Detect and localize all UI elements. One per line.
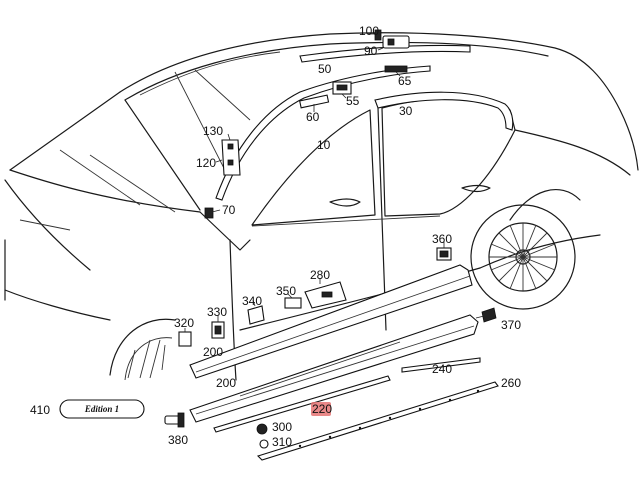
callout-200-lower: 200 — [216, 376, 236, 390]
trim-strip-260 — [256, 381, 499, 461]
clip-60 — [299, 94, 330, 109]
callout-280: 280 — [310, 268, 330, 282]
callout-410: 410 — [30, 403, 50, 417]
callout-30: 30 — [399, 104, 413, 118]
car-body-outline — [4, 32, 639, 381]
trim-strip-240 — [401, 357, 481, 373]
callout-370: 370 — [501, 318, 521, 332]
callout-120: 120 — [196, 156, 216, 170]
clip-70 — [204, 207, 214, 219]
callout-350: 350 — [276, 284, 296, 298]
side-sill-200-lower — [189, 314, 479, 423]
side-sill-200-upper — [189, 264, 473, 379]
edition-emblem: Edition 1 — [59, 399, 145, 419]
callout-240: 240 — [432, 362, 452, 376]
callout-310: 310 — [272, 435, 292, 449]
callout-50: 50 — [318, 62, 332, 76]
clip-350 — [284, 297, 302, 309]
clip-65 — [384, 65, 408, 73]
nut-300 — [256, 423, 268, 435]
clip-320 — [178, 331, 192, 347]
clip-370 — [475, 307, 497, 323]
callout-70: 70 — [222, 203, 236, 217]
front-wheel — [109, 318, 176, 381]
callout-10: 10 — [317, 138, 331, 152]
bolt-380 — [164, 412, 185, 428]
callout-300: 300 — [272, 420, 292, 434]
clip-55 — [332, 81, 352, 95]
clip-90 — [382, 35, 410, 49]
callout-220: 220 — [312, 402, 332, 416]
callout-330: 330 — [207, 305, 227, 319]
callout-260: 260 — [501, 376, 521, 390]
rear-wheel — [470, 204, 576, 310]
callout-200-upper: 200 — [203, 345, 223, 359]
bolt-100 — [374, 29, 382, 41]
callout-380: 380 — [168, 433, 188, 447]
callout-320: 320 — [174, 316, 194, 330]
callout-60: 60 — [306, 110, 320, 124]
leader-lines — [184, 33, 445, 332]
callout-55: 55 — [346, 94, 360, 108]
clip-330 — [211, 321, 225, 339]
roof-trim-30 — [374, 91, 514, 131]
callout-130: 130 — [203, 124, 223, 138]
callout-90: 90 — [364, 44, 378, 58]
clip-310 — [259, 439, 269, 449]
bracket-280 — [304, 281, 347, 309]
callout-100: 100 — [359, 24, 379, 38]
trim-strip-220 — [213, 375, 391, 433]
roof-trim-50 — [299, 44, 471, 63]
clip-340 — [247, 305, 265, 325]
emblem-text: Edition 1 — [84, 404, 119, 414]
callout-65: 65 — [398, 74, 412, 88]
callout-360: 360 — [432, 232, 452, 246]
trim-120-130 — [221, 139, 241, 176]
highlight-marker — [311, 402, 331, 416]
clip-360 — [436, 247, 452, 261]
callout-labels: 100 90 50 65 55 60 30 130 10 120 70 360 … — [30, 24, 521, 449]
callout-340: 340 — [242, 294, 262, 308]
